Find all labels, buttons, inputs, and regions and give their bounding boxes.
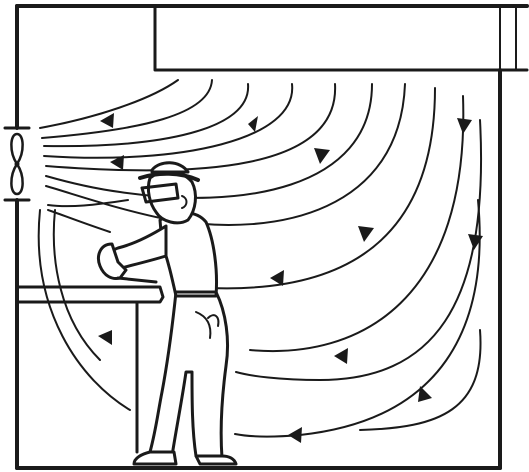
- exhaust-fan: [5, 128, 29, 200]
- workbench: [17, 287, 163, 452]
- duct-outline: [155, 8, 527, 70]
- flow-arrow-icon: [270, 270, 284, 286]
- room-walls: [17, 6, 527, 468]
- flow-arrow-icon: [98, 330, 112, 345]
- workpiece: [118, 278, 156, 282]
- worker-head: [148, 172, 195, 223]
- flow-arrow-icon: [418, 386, 432, 402]
- airflow-line: [42, 80, 212, 138]
- flow-arrow-icon: [100, 113, 114, 128]
- flow-arrow-icon: [358, 226, 374, 242]
- airflow-line: [44, 84, 248, 146]
- bench-top: [17, 287, 163, 302]
- worker-torso: [160, 213, 217, 296]
- flow-arrow-icon: [334, 348, 348, 364]
- airflow-line: [46, 84, 372, 198]
- airflow-line: [48, 200, 128, 206]
- flow-arrow-icon: [457, 118, 472, 134]
- flow-arrow-icon: [314, 148, 330, 164]
- flow-arrow-icon: [288, 427, 302, 443]
- airflow-line: [236, 120, 481, 380]
- worker-shoe-right: [196, 456, 236, 464]
- airflow-line: [39, 210, 130, 410]
- airflow-line: [48, 210, 110, 232]
- supply-duct: [155, 8, 527, 70]
- worker-hat-crown: [152, 163, 188, 172]
- flow-arrow-icon: [468, 234, 483, 250]
- fan-hub: [15, 162, 20, 167]
- flow-arrow-icon: [248, 116, 258, 132]
- airflow-line: [54, 210, 100, 360]
- worker-shoe-left: [134, 452, 176, 464]
